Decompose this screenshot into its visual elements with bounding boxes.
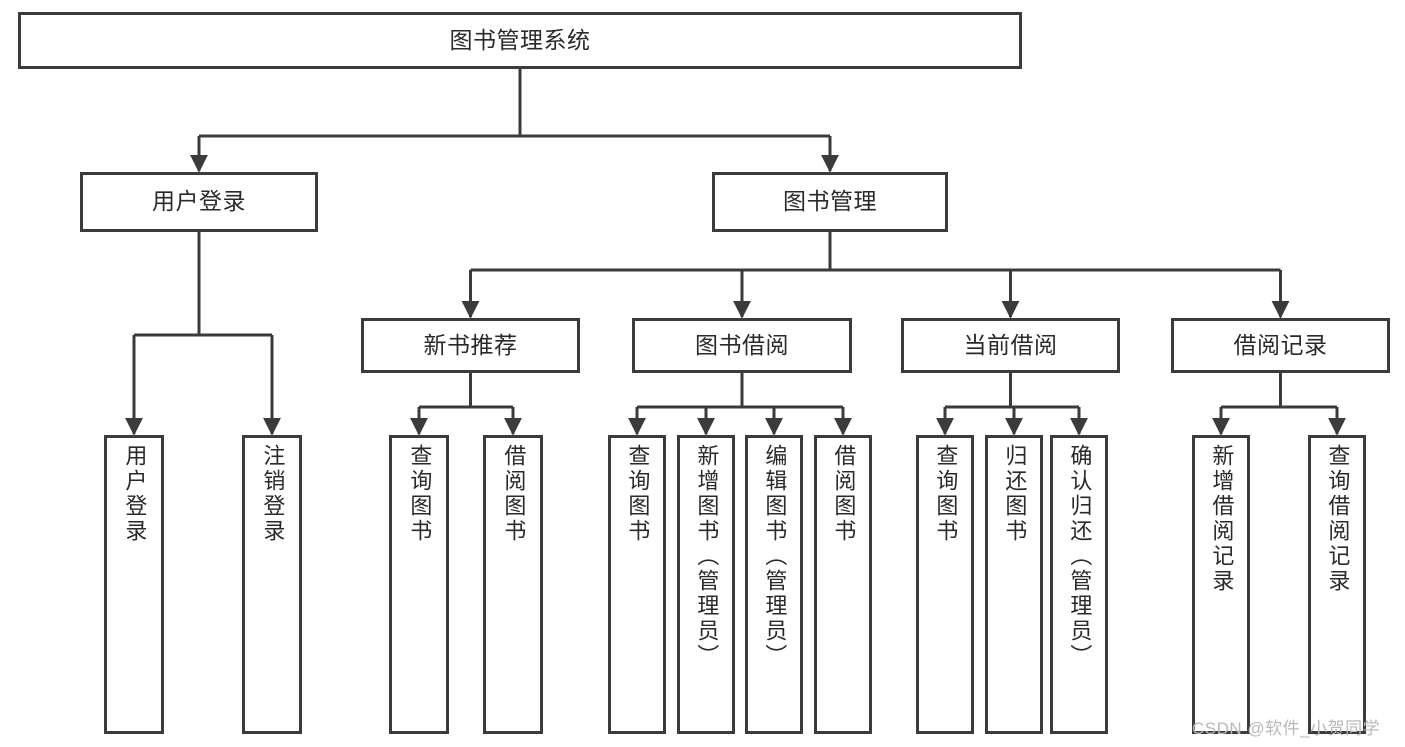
node-label: 查询借阅记录 — [1325, 444, 1351, 594]
node-label: 借阅图书 — [501, 444, 527, 544]
node-leaf10[interactable]: 归还图书 — [985, 435, 1043, 734]
node-label: 当前借阅 — [963, 331, 1058, 358]
csdn-watermark: CSDN @软件_小贺同学 — [1192, 719, 1381, 738]
node-label: 用户登录 — [122, 444, 148, 544]
node-label: 查询图书 — [407, 444, 433, 544]
node-leaf8[interactable]: 借阅图书 — [814, 435, 872, 734]
node-label: 确认归还（管理员） — [1067, 444, 1093, 669]
node-leaf9[interactable]: 查询图书 — [916, 435, 974, 734]
node-label: 用户登录 — [152, 188, 246, 215]
node-label: 查询图书 — [625, 444, 651, 544]
node-bookmgr[interactable]: 图书管理 — [712, 172, 948, 232]
node-label: 借阅图书 — [831, 444, 857, 544]
node-current[interactable]: 当前借阅 — [901, 318, 1120, 373]
node-label: 新增借阅记录 — [1209, 444, 1235, 594]
node-label: 借阅记录 — [1233, 331, 1328, 358]
node-label: 编辑图书（管理员） — [762, 444, 788, 669]
node-label: 注销登录 — [260, 444, 286, 544]
node-newbook[interactable]: 新书推荐 — [361, 318, 580, 373]
node-borrow[interactable]: 图书借阅 — [632, 318, 852, 373]
node-leaf7[interactable]: 编辑图书（管理员） — [745, 435, 803, 734]
node-leaf2[interactable]: 注销登录 — [242, 435, 302, 734]
node-label: 图书管理 — [783, 188, 877, 215]
node-leaf5[interactable]: 查询图书 — [608, 435, 666, 734]
node-record[interactable]: 借阅记录 — [1171, 318, 1390, 373]
node-leaf6[interactable]: 新增图书（管理员） — [677, 435, 735, 734]
node-root[interactable]: 图书管理系统 — [18, 12, 1022, 69]
node-leaf3[interactable]: 查询图书 — [389, 435, 449, 734]
node-label: 新增图书（管理员） — [694, 444, 720, 669]
node-label: 图书管理系统 — [449, 26, 591, 53]
node-label: 归还图书 — [1002, 444, 1028, 544]
node-leaf11[interactable]: 确认归还（管理员） — [1050, 435, 1108, 734]
node-label: 查询图书 — [933, 444, 959, 544]
node-label: 新书推荐 — [423, 331, 518, 358]
node-leaf13[interactable]: 查询借阅记录 — [1308, 435, 1366, 734]
node-leaf12[interactable]: 新增借阅记录 — [1192, 435, 1250, 734]
node-leaf1[interactable]: 用户登录 — [104, 435, 164, 734]
node-label: 图书借阅 — [695, 331, 789, 358]
node-login[interactable]: 用户登录 — [80, 172, 318, 232]
node-leaf4[interactable]: 借阅图书 — [483, 435, 543, 734]
